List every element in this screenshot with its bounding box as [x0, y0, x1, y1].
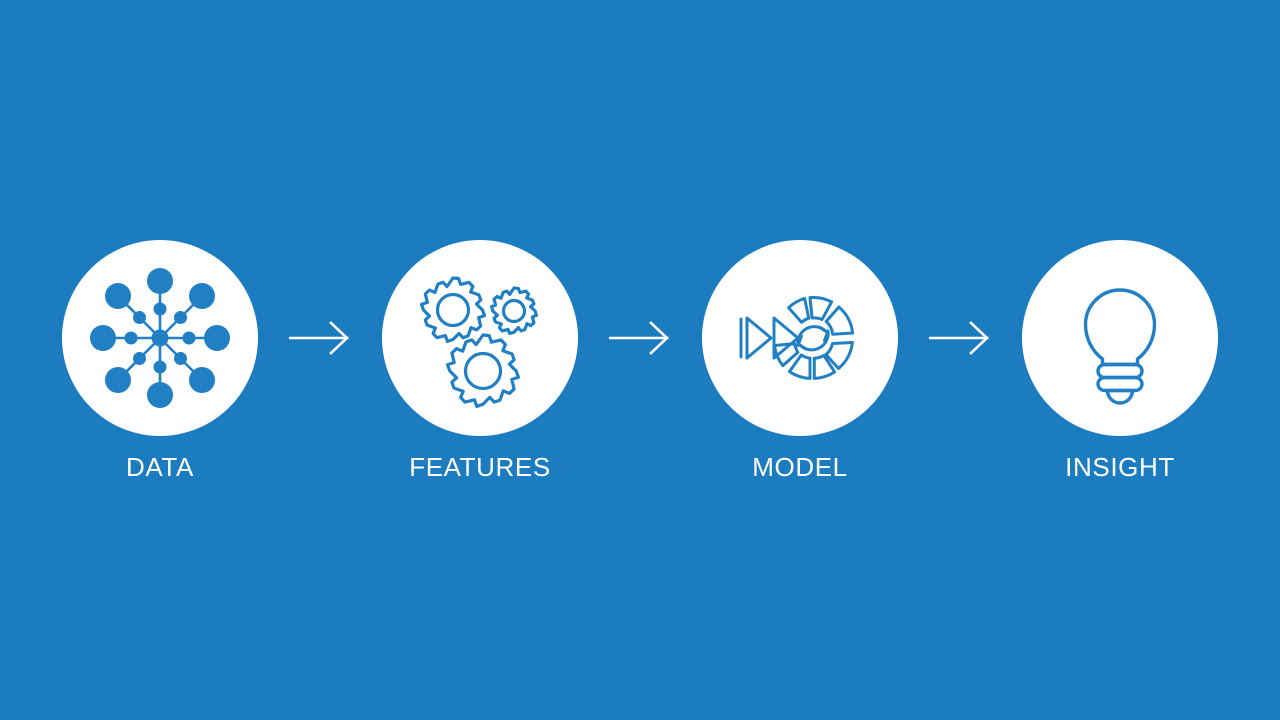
model-cycle-icon: [739, 295, 855, 380]
stage-label-insight: INSIGHT: [1065, 452, 1175, 482]
stage-label-features: FEATURES: [409, 452, 551, 482]
icon-disc-data[interactable]: [62, 240, 258, 436]
pipeline-stage-features[interactable]: FEATURES: [382, 240, 578, 480]
arrow-right-icon: [609, 321, 669, 355]
stage-label-model: MODEL: [752, 452, 848, 482]
lightbulb-icon: [1083, 288, 1157, 405]
arrow-model-to-insight: [898, 240, 1022, 436]
arrow-features-to-model: [578, 240, 702, 436]
pipeline-stage-model[interactable]: MODEL: [702, 240, 898, 480]
icon-disc-features[interactable]: [382, 240, 578, 436]
icon-disc-insight[interactable]: [1022, 240, 1218, 436]
gears-icon: [419, 276, 538, 408]
stage-label-data: DATA: [126, 452, 194, 482]
arrow-right-icon: [289, 321, 349, 355]
arrow-data-to-features: [258, 240, 382, 436]
network-nodes-icon: [90, 268, 230, 408]
icon-disc-model[interactable]: [702, 240, 898, 436]
pipeline-stage-insight[interactable]: INSIGHT: [1022, 240, 1218, 480]
pipeline-stage-data[interactable]: DATA: [62, 240, 258, 480]
arrow-right-icon: [929, 321, 989, 355]
